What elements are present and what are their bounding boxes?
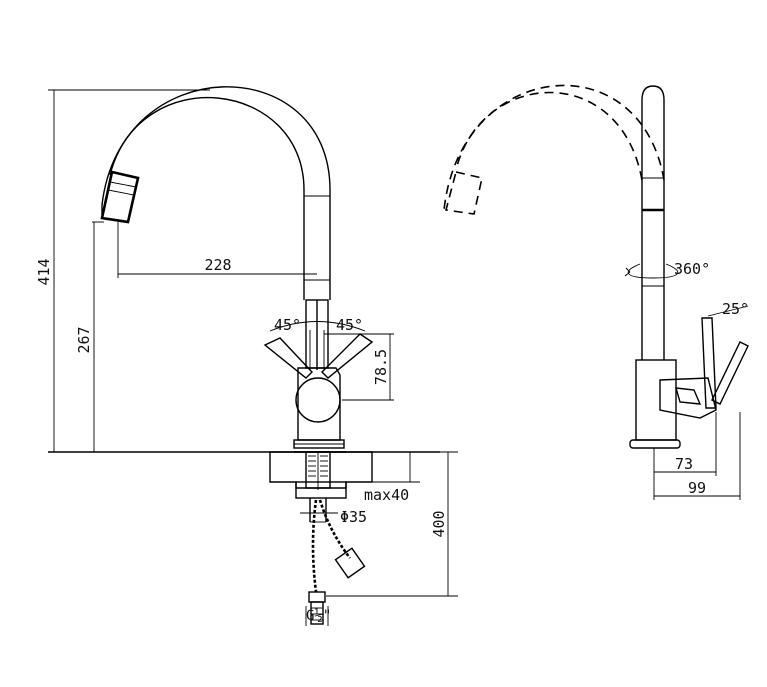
handle-right-position	[321, 333, 374, 379]
side-view: 360° 25° 73 99	[443, 84, 749, 500]
spout-rotated-outer	[455, 91, 643, 181]
dim-thread-label: G½"	[306, 608, 331, 624]
dim-rotation-label: 360°	[674, 260, 710, 278]
hose-right	[318, 499, 352, 559]
side-base-flange	[629, 439, 681, 449]
dim-thread: G½"	[305, 606, 331, 626]
dim-hose-length: 400	[326, 451, 458, 597]
spout-rotated-inner	[443, 84, 665, 211]
dim-angle-left-label: 45°	[274, 316, 301, 334]
side-body	[635, 359, 677, 441]
dim-max-counter-label: max40	[364, 486, 409, 504]
dim-spout-height: 267	[75, 221, 104, 452]
dim-total-height: 414	[35, 89, 210, 452]
dim-hose-length-label: 400	[430, 510, 448, 537]
dim-hole-diameter: Φ35	[300, 508, 367, 526]
dim-handle-height-label: 78.5	[372, 349, 390, 385]
dim-side-outer: 99	[654, 412, 741, 500]
faucet-body	[297, 367, 341, 441]
front-view: 414 267 228 45° 45° 78.5 max40	[35, 86, 458, 626]
dim-total-height-label: 414	[35, 258, 53, 285]
dim-spout-height-label: 267	[75, 326, 93, 353]
dim-side-inner: 73	[653, 412, 717, 500]
mounting-thread	[308, 455, 328, 477]
hose-left	[311, 499, 318, 593]
dim-reach: 228	[117, 222, 317, 278]
hose-nut-right	[334, 547, 366, 579]
hose-nut-bottom	[308, 591, 326, 603]
spout-inner	[101, 86, 331, 300]
dim-angle-right-label: 45°	[336, 316, 363, 334]
handle-hub	[295, 377, 341, 423]
dim-max-counter: max40	[364, 452, 420, 504]
mounting-nut	[295, 481, 347, 499]
dim-handle-height: 78.5	[324, 333, 394, 401]
dim-tilt-label: 25°	[722, 300, 749, 318]
spout-tip	[100, 170, 140, 224]
dim-side-inner-label: 73	[675, 455, 693, 473]
dim-hole-diameter-label: Φ35	[340, 508, 367, 526]
side-handle-tilt	[701, 317, 717, 409]
dim-side-outer-label: 99	[688, 479, 706, 497]
handle-left-position	[263, 337, 313, 379]
side-spout	[641, 85, 665, 360]
dim-reach-label: 228	[204, 256, 231, 274]
side-handle	[659, 377, 717, 419]
spout-rotated-tip	[444, 171, 483, 215]
rotation-arrow	[627, 263, 679, 279]
